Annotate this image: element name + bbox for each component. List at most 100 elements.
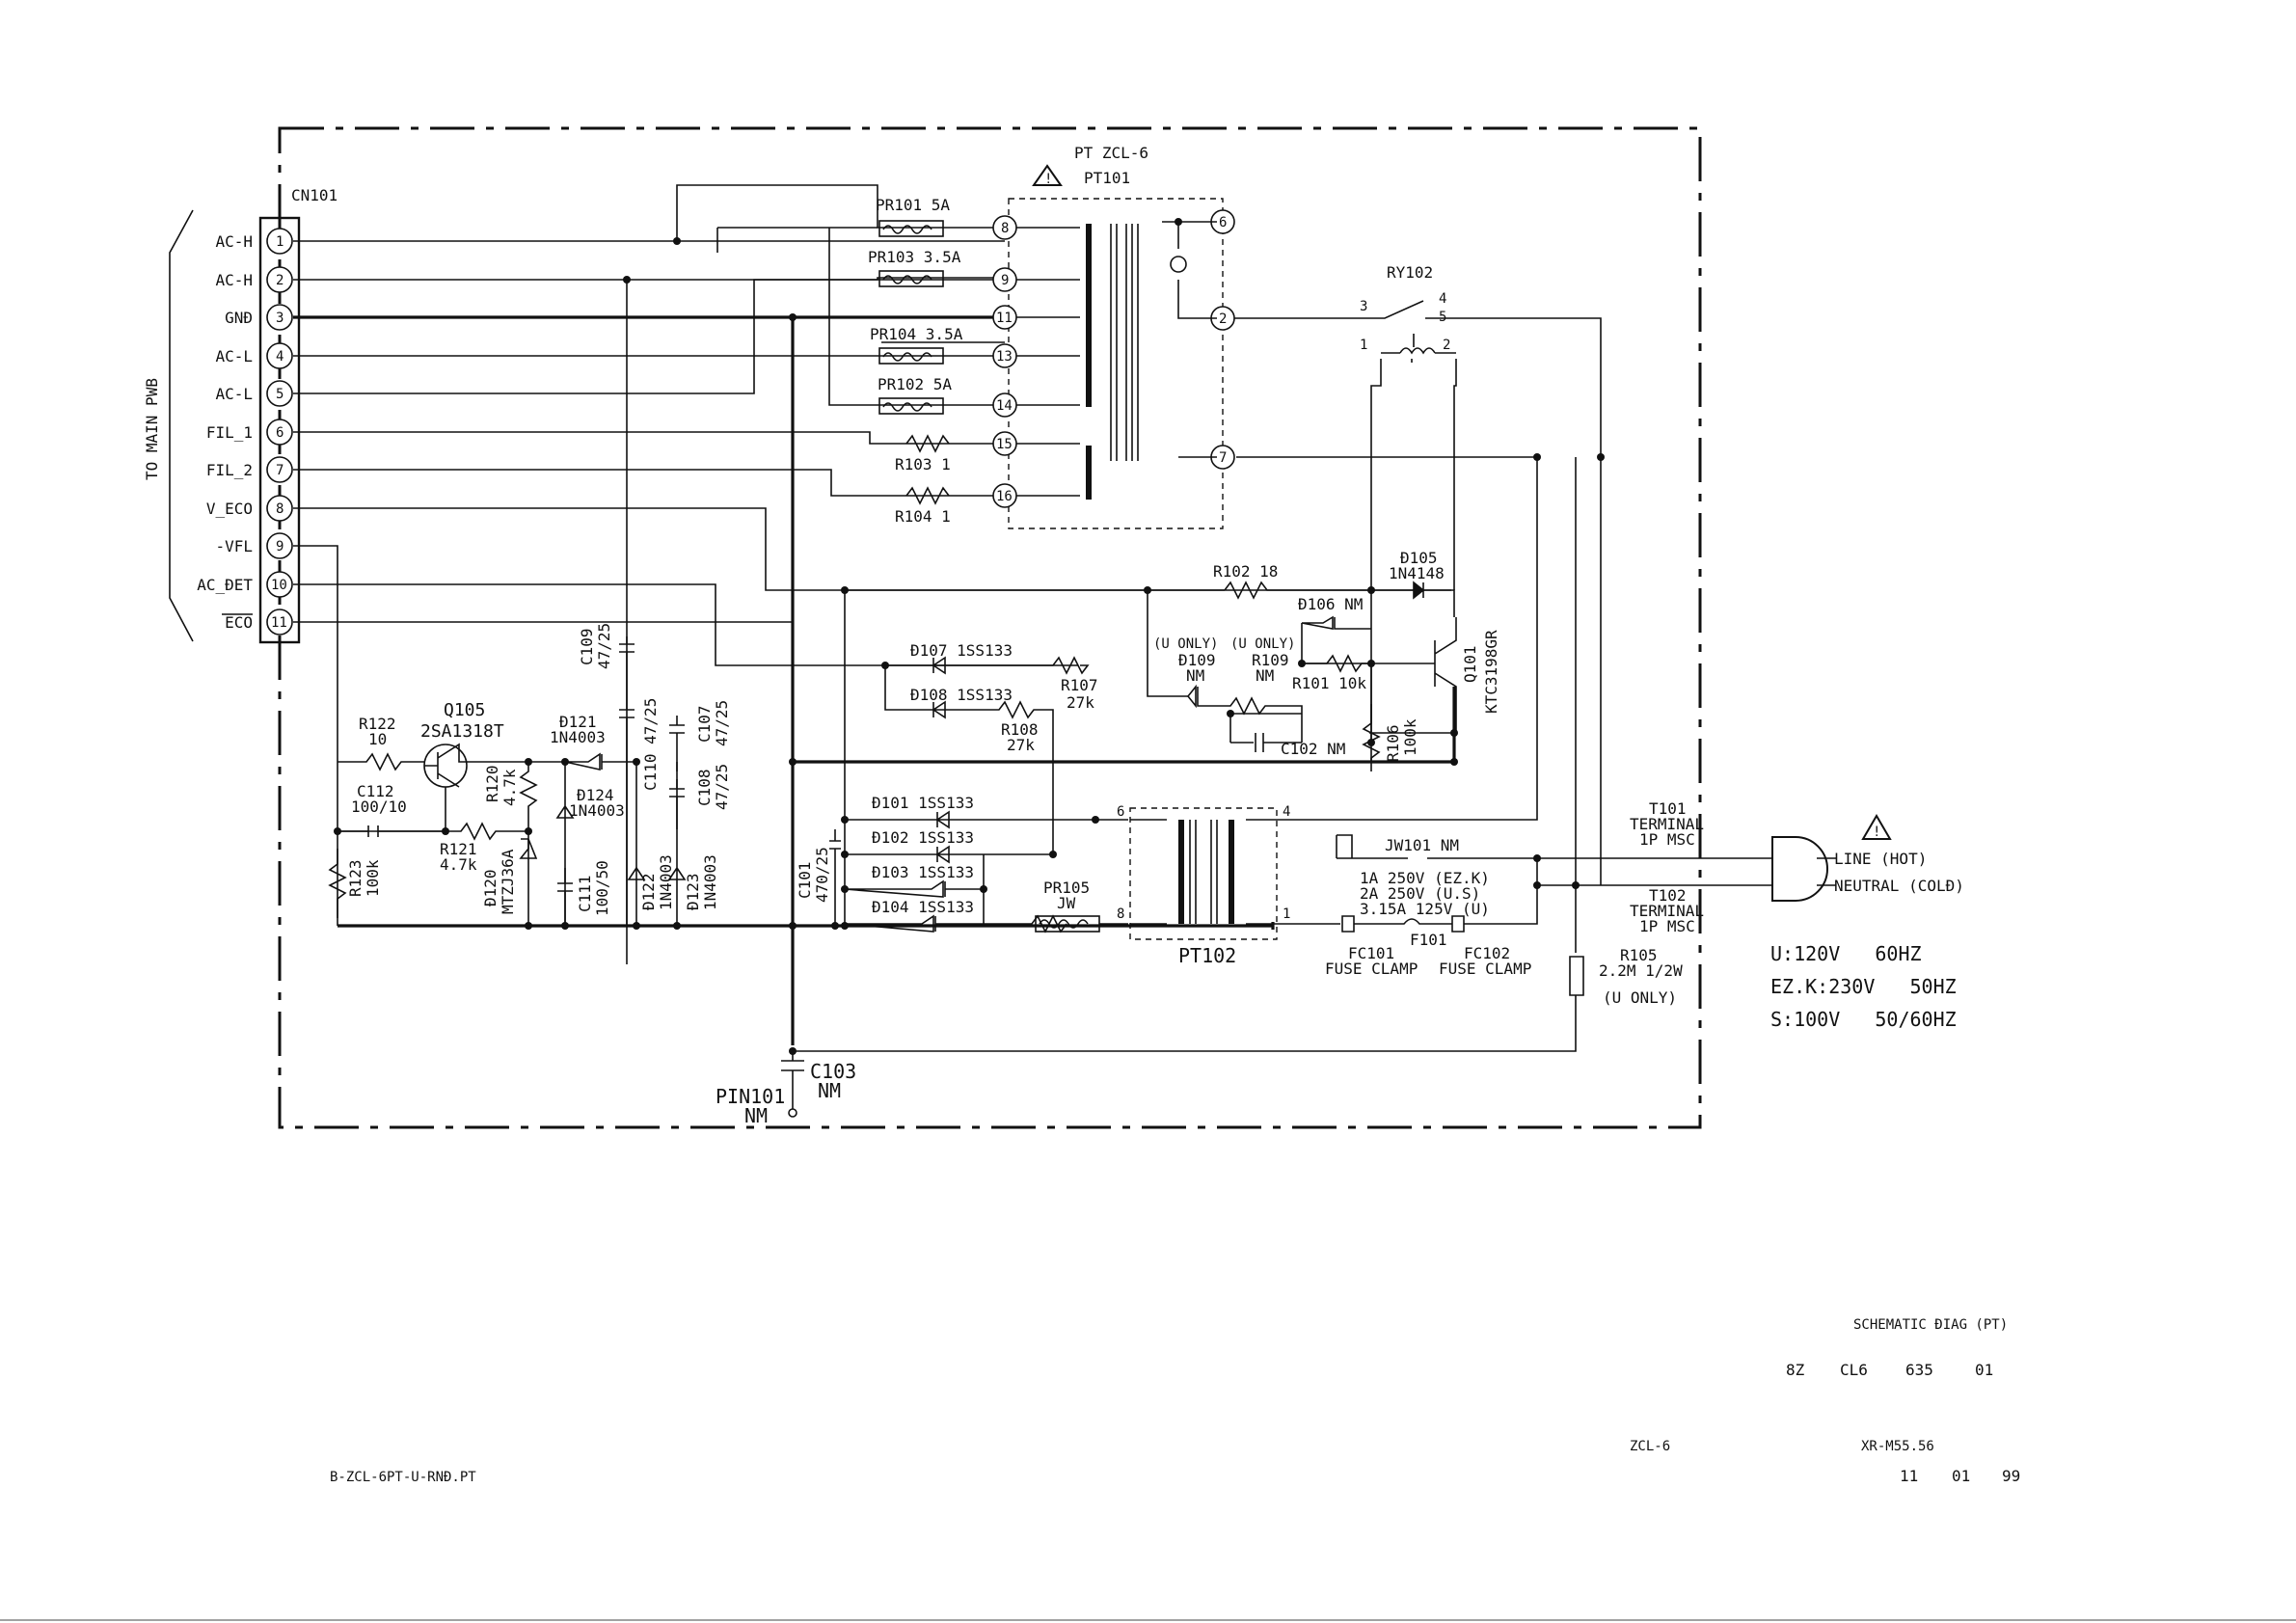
junction-dot [525, 758, 532, 766]
d123-val: 1N4003 [701, 854, 719, 910]
u-only-label-2: (U ONLY) [1230, 636, 1295, 652]
junction-dot [1367, 660, 1375, 667]
ry102-wiring [1234, 300, 1602, 868]
connector-pin-number: 6 [276, 425, 284, 441]
r120-val: 4.7k [500, 769, 519, 806]
connector-side-label: TO MAIN PWB [143, 378, 161, 480]
junction-dot [1144, 586, 1151, 594]
connector-pin-label: -VFL [215, 537, 253, 555]
junction-dot [1367, 739, 1375, 746]
c101-ref: C101 [796, 861, 814, 899]
junction-dot [789, 922, 797, 930]
pr103-label: PR103 3.5A [868, 248, 961, 266]
junction-dot [334, 827, 341, 835]
title-block-title: SCHEMATIC ĐIAG (PT) [1853, 1317, 2008, 1333]
pt101-pin-number: 9 [1001, 273, 1009, 288]
junction-dot [1298, 660, 1306, 667]
pr105-val: JW [1057, 894, 1076, 912]
fc101-val: FUSE CLAMP [1325, 960, 1418, 978]
junction-dot [789, 313, 797, 321]
r108-val: 27k [1007, 736, 1035, 754]
wiring [293, 184, 1451, 1045]
d122-val: 1N4003 [657, 854, 675, 910]
connector-pin-7 [266, 456, 293, 483]
connector-pin-label: AC-H [215, 271, 253, 289]
c103-val: NM [818, 1079, 841, 1102]
title-block-date-2: 01 [1952, 1467, 1970, 1485]
title-block-code-1: 8Z [1786, 1361, 1805, 1379]
r108-ref: R108 [1001, 720, 1039, 739]
ry102-pin-2: 2 [1443, 338, 1450, 353]
pt102-pin-6: 6 [1117, 804, 1124, 820]
c107-ref: C107 [695, 705, 714, 743]
d106-label: Đ106 NM [1298, 595, 1363, 613]
junction-dot [1533, 881, 1541, 889]
pin101-terminal [788, 1108, 797, 1118]
ry102-pin-1: 1 [1360, 338, 1367, 353]
junction-dot [789, 758, 797, 766]
t102-ref: T102 [1649, 886, 1687, 905]
junction-dot [561, 758, 569, 766]
t101-line1: TERMINAL [1630, 815, 1704, 833]
t101-ref: T101 [1649, 799, 1687, 818]
connector-pin-label: AC-L [215, 347, 253, 365]
connector-pin-3 [266, 304, 293, 331]
d108-label: Đ108 1SS133 [910, 686, 1013, 704]
pt101-secondary [1162, 221, 1217, 458]
pt101-pin-number: 13 [996, 349, 1013, 365]
c109-ref: C109 [578, 628, 596, 665]
d121-ref: Đ121 [559, 713, 597, 731]
junction-dot [841, 586, 849, 594]
junction-dot [1572, 881, 1580, 889]
connector-pin-number: 4 [276, 349, 284, 365]
junction-dot [841, 885, 849, 893]
junction-dot [1450, 758, 1458, 766]
title-block-code-2: CL6 [1840, 1361, 1868, 1379]
connector-pin-4 [266, 342, 293, 369]
c111-val: 100/50 [593, 860, 611, 916]
r109-ref: R109 [1252, 651, 1289, 669]
warning-mark-plug: ! [1873, 825, 1880, 840]
junction-dot [1175, 218, 1182, 226]
connector-pin-label: FIL_2 [206, 461, 253, 479]
title-block-series: XR-M55.56 [1861, 1439, 1934, 1454]
q105-val: 2SA1318T [420, 721, 504, 742]
r121-val: 4.7k [440, 855, 477, 874]
q101-ref: Q101 [1461, 645, 1479, 683]
r107-val: 27k [1067, 693, 1094, 712]
ry102-coil [1381, 347, 1456, 355]
r122-val: 10 [368, 730, 387, 748]
r123-ref: R123 [346, 859, 365, 897]
junction-dot [673, 237, 681, 245]
ry102-label: RY102 [1387, 263, 1433, 282]
d103-label: Đ103 1SS133 [872, 863, 974, 881]
c101-val: 470/25 [813, 847, 831, 903]
d109-val: NM [1186, 666, 1204, 685]
pt102-label: PT102 [1178, 944, 1236, 967]
junction-dot [1367, 586, 1375, 594]
c111-ref: C111 [576, 875, 594, 912]
d123-ref: Đ123 [684, 873, 702, 910]
connector-pins: 1AC-H2AC-H3GNĐ4AC-L5AC-L6FIL_17FIL_28V_E… [197, 228, 293, 636]
c102-label: C102 NM [1281, 740, 1345, 758]
pt101-fuse-link [1170, 256, 1187, 273]
pt101-pin-number: 6 [1219, 215, 1227, 230]
junction-dot [1049, 851, 1057, 858]
connector-pin-8 [266, 495, 293, 522]
connector-pin-number: 9 [276, 539, 284, 555]
d104-label: Đ104 1SS133 [872, 898, 974, 916]
connector-ref: CN101 [291, 186, 338, 204]
pr105-ref: PR105 [1043, 879, 1090, 897]
pt101-pin-number: 15 [996, 437, 1013, 452]
c112-val: 100/10 [351, 798, 407, 816]
junction-dot [673, 922, 681, 930]
pt101-title: PT ZCL-6 [1074, 144, 1148, 162]
junction-dot [442, 827, 449, 835]
d124-ref: Đ124 [577, 786, 614, 804]
connector-pin-label: V_ECO [206, 500, 253, 518]
t101-line2: 1P MSC [1639, 830, 1695, 849]
junction-dot [1450, 729, 1458, 737]
voltage-note-u: U:120V 60HZ [1770, 942, 1922, 965]
ac-input-section [793, 456, 1836, 1052]
